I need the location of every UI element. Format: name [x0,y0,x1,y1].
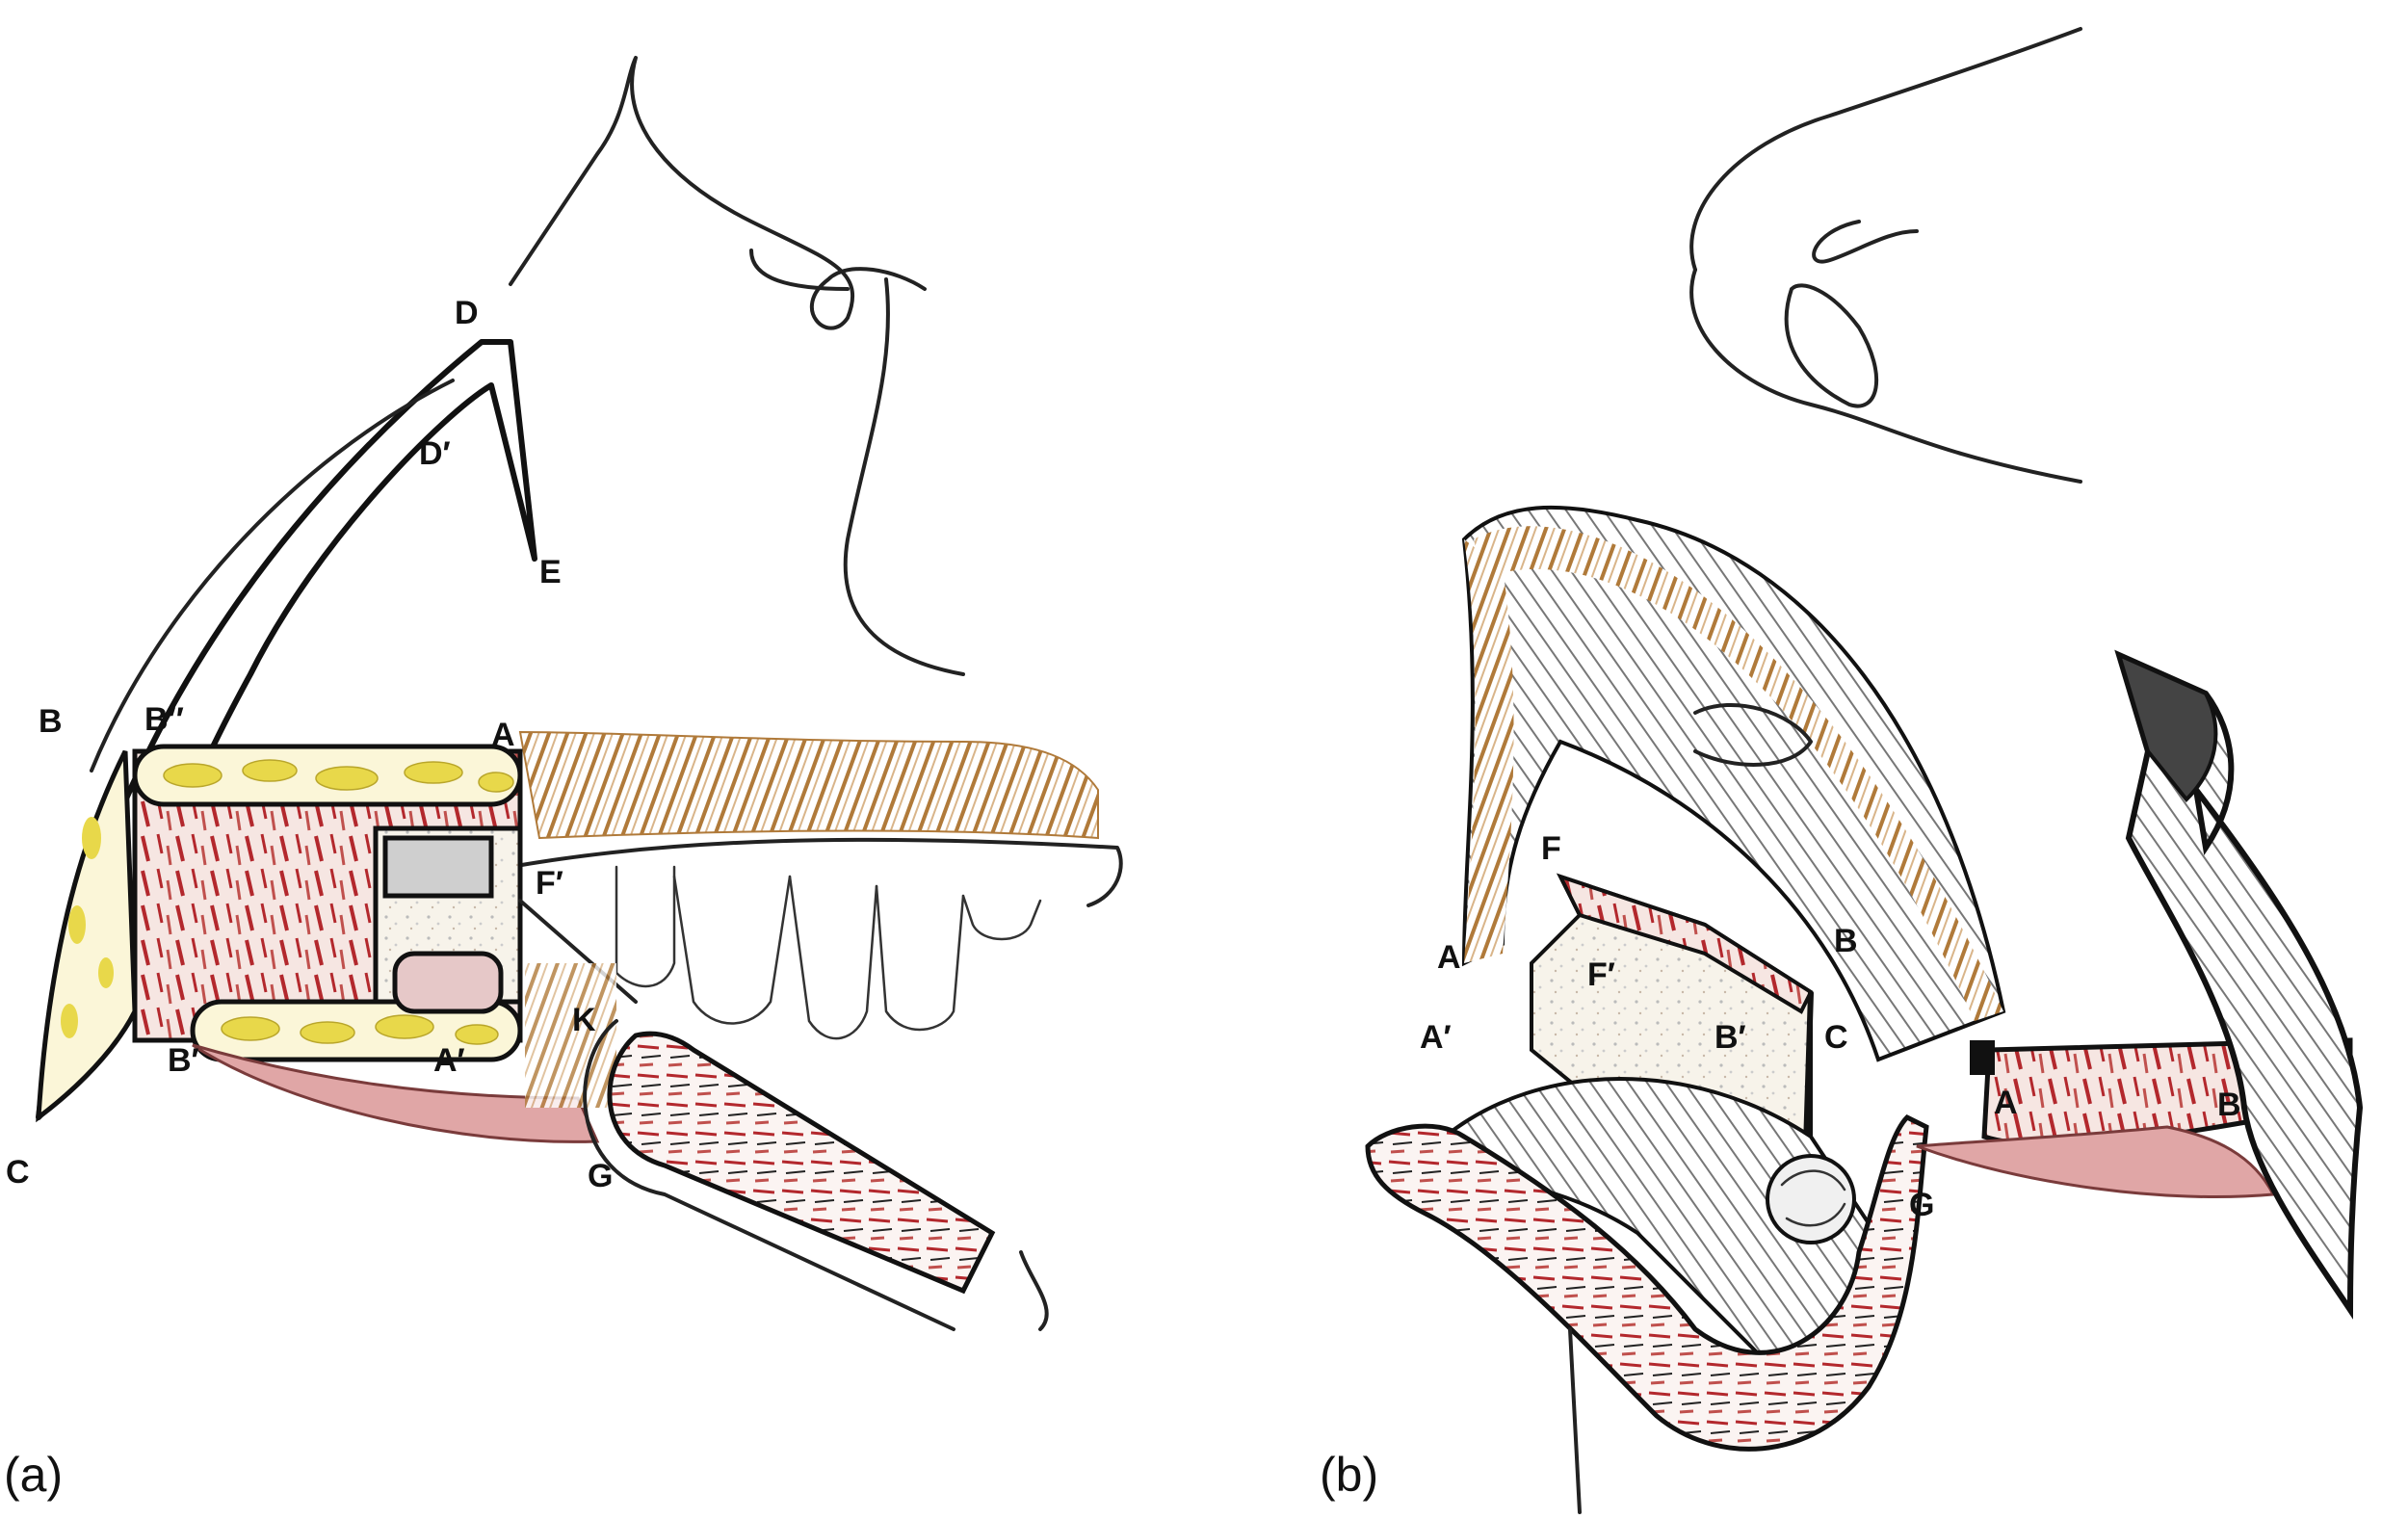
label-a-B: B [39,703,63,740]
label-a-K: K [572,1002,596,1038]
panel-label-b: (b) [1320,1448,1378,1502]
label-b-A-prime: A′ [1420,1019,1452,1056]
nose-columella-a [749,249,850,291]
label-b-A-lateral: A [1994,1085,2018,1121]
labels-panel-a: D D′ E B B′′ A F′ K B′ A′ C G (a) [4,295,613,1502]
dark-knot-b [1970,1040,1995,1075]
label-b-F: F [1541,830,1561,867]
upper-fat-globules [163,759,514,793]
label-b-B-lateral: B [2217,1087,2241,1123]
upper-flap-b [1461,505,2006,1062]
tongue-flap-outer-a [583,1019,1049,1331]
upper-flap-skin-band-b [1474,526,2003,1021]
panel-a [36,56,1123,1331]
mucosa-a [192,1043,600,1143]
label-b-A: A [1437,939,1461,976]
label-b-C: C [1824,1019,1848,1056]
bone-fragment-upper-a [382,835,494,899]
upper-lip-skin-a [518,730,1099,840]
label-a-E: E [539,554,562,590]
label-a-A: A [491,717,515,753]
label-a-D: D [455,295,479,331]
bone-fragment-lower-a [392,951,504,1014]
inner-muscle-strip-b [1557,873,1814,1014]
reverse-flap-b [2114,649,2364,1320]
label-a-A-prime: A′ [433,1042,465,1079]
label-a-F-prime: F′ [536,865,563,902]
nose-outline-b [1689,27,2082,272]
panel-b [1365,27,2364,1514]
lateral-lip-segment-a [36,749,138,1123]
upper-vermilion-line-a [509,837,1123,907]
panel-label-a: (a) [4,1448,63,1502]
mucosa-b [1916,1125,2276,1199]
tongue-flap-a [607,1031,996,1295]
label-b-G: G [1909,1187,1934,1223]
eye-shape-b [1693,703,1813,767]
tongue-flap-b [1365,1113,1929,1452]
label-b-F-prime: F′ [1587,956,1615,993]
nose-outline-a [509,56,927,330]
lower-fat-strip-a [190,999,523,1062]
teeth-outline [615,865,1042,1040]
k-stubble-a [525,963,616,1108]
label-a-B-prime: B′ [168,1042,199,1079]
lower-fat-globules [221,1014,499,1045]
label-b-B-prime: B′ [1714,1019,1746,1056]
rolled-tissue-b [1766,1154,1856,1244]
inner-edge-line-b [1803,991,1814,1147]
nose-nostril-b [1784,283,1879,408]
label-a-G: G [588,1158,613,1194]
nose-alar-a [843,277,965,676]
fat-globules-lateral [61,817,114,1038]
label-b-B: B [1834,923,1858,959]
labels-panel-b: F A F′ B A′ B′ C A B G (b) [1320,830,2241,1502]
nose-tip-b [1812,220,1919,264]
label-a-B-double-prime: B′′ [144,701,184,738]
label-a-C: C [6,1154,30,1191]
upper-flap-side-band-b [1464,539,1514,963]
rolled-tissue-detail-b [1780,1169,1846,1227]
label-a-D-prime: D′ [419,435,451,472]
nose-alar-b [1689,268,2082,484]
flap-inner-line-a [90,379,455,773]
chin-line-b [1568,1327,1582,1514]
reverse-flap-tip-b [2115,651,2218,802]
